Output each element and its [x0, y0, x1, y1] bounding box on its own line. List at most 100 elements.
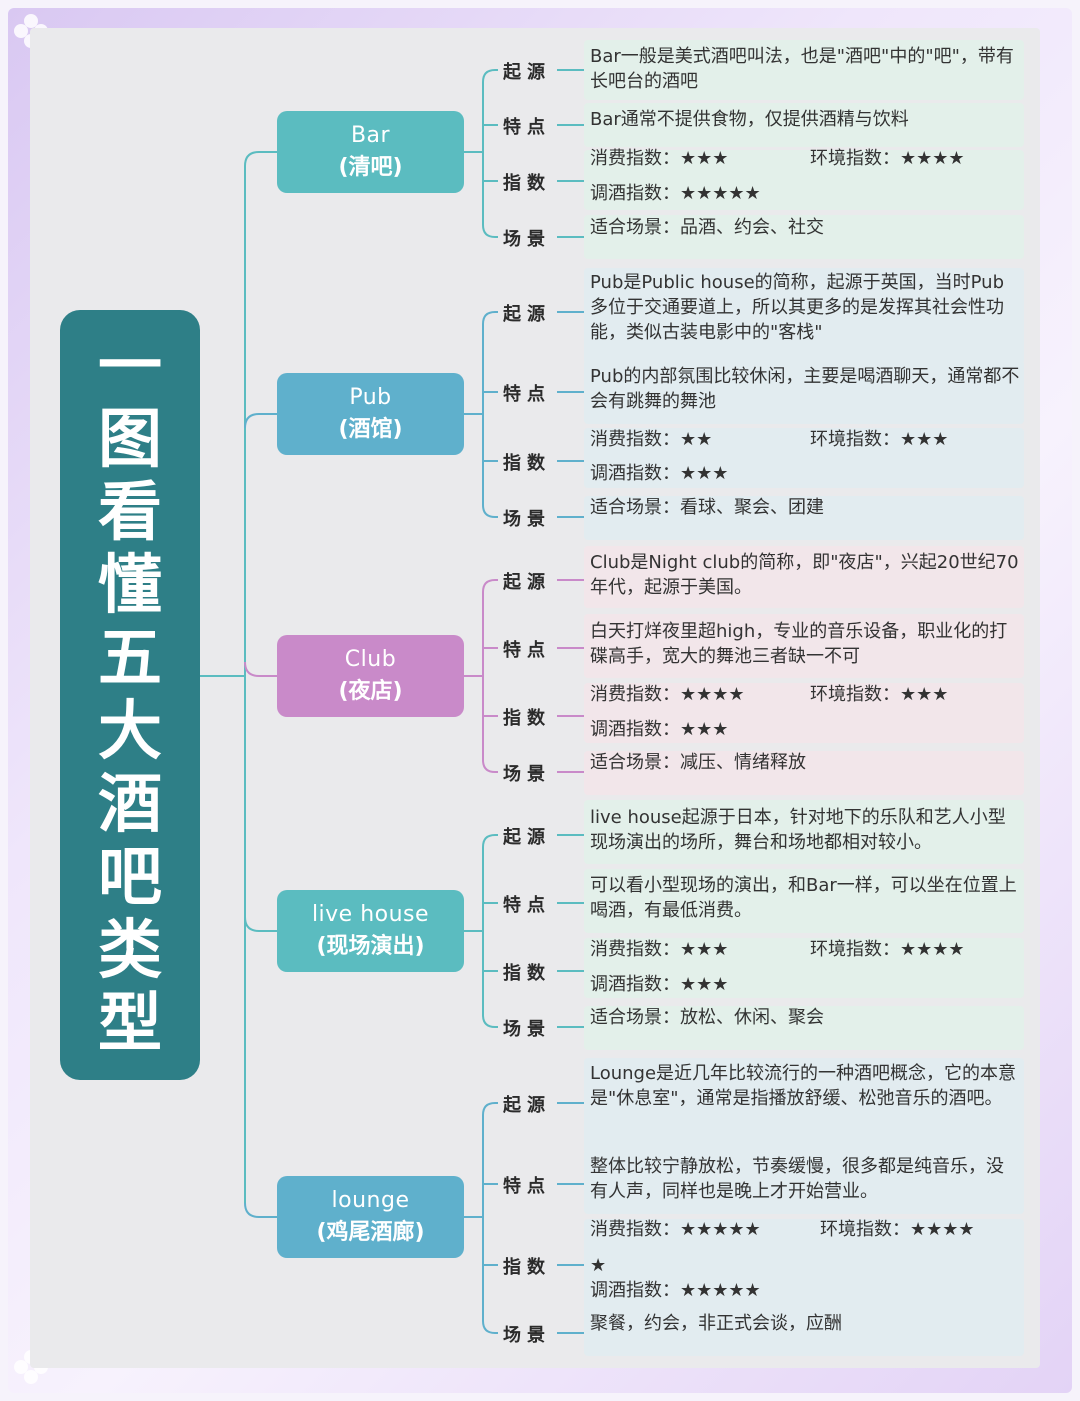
- row-highlight: [584, 150, 1024, 210]
- row-highlight: [584, 360, 1024, 424]
- title-char: 吧: [98, 840, 162, 915]
- feature-text: 可以看小型现场的演出，和Bar一样，可以坐在位置上喝酒，有最低消费。: [590, 875, 1017, 921]
- title-char: 类: [98, 913, 162, 988]
- consume-index: 消费指数：★★: [590, 429, 713, 450]
- mix-index: 调酒指数：★★★: [590, 974, 729, 995]
- title-char: 懂: [98, 548, 162, 623]
- mix-index: 调酒指数：★★★★★: [590, 183, 761, 204]
- category-chinese-name: (鸡尾酒廊): [316, 1220, 425, 1245]
- feature-text: Pub的内部氛围比较休闲，主要是喝酒聊天，通常都不会有跳舞的舞池: [590, 366, 1020, 412]
- row-label-scene: 场景: [503, 229, 551, 250]
- sub-line: [482, 1102, 498, 1116]
- feature-text: 整体比较宁静放松，节奏缓慢，很多都是纯音乐，没有人声，同样也是晚上才开始营业。: [590, 1156, 1004, 1202]
- category-box-live-house: live house (现场演出): [277, 890, 464, 972]
- category-box-pub: Pub (酒馆): [277, 373, 464, 455]
- sub-line: [482, 504, 498, 518]
- category-name: lounge: [331, 1188, 410, 1213]
- row-label-index: 指数: [503, 453, 551, 474]
- sub-line: [482, 1014, 498, 1028]
- sub-line: [482, 834, 498, 848]
- scene-text: 适合场景：品酒、约会、社交: [590, 217, 824, 238]
- category-name: Pub: [349, 385, 392, 410]
- category-chinese-name: (夜店): [338, 679, 403, 704]
- sub-line: [482, 1320, 498, 1334]
- row-label-origin: 起源: [503, 827, 551, 848]
- title-char: 图: [98, 402, 162, 477]
- environment-index: 环境指数：★★★: [810, 429, 949, 450]
- origin-text: Pub是Public house的简称，起源于英国，当时Pub多位于交通要道上，…: [590, 272, 1005, 343]
- row-label-origin: 起源: [503, 572, 551, 593]
- environment-index: 环境指数：★★★: [810, 684, 949, 705]
- row-label-feature: 特点: [503, 1176, 551, 1197]
- category-chinese-name: (清吧): [338, 155, 403, 180]
- feature-text: 白天打烊夜里超high，专业的音乐设备，职业化的打碟高手，宽大的舞池三者缺一不可: [590, 621, 1008, 667]
- title-char: 五: [98, 621, 162, 696]
- branch-line: [244, 661, 277, 677]
- origin-text: Lounge是近几年比较流行的一种酒吧概念，它的本意是"休息室"，通常是指播放舒…: [590, 1063, 1017, 1109]
- sub-line: [482, 311, 498, 325]
- row-label-origin: 起源: [503, 1095, 551, 1116]
- row-highlight: [584, 869, 1024, 933]
- branch-line: [244, 151, 277, 167]
- row-highlight: [584, 751, 1024, 795]
- row-highlight: [584, 428, 1024, 488]
- environment-index: 环境指数：★★★★: [820, 1219, 975, 1240]
- origin-text: Bar一般是美式酒吧叫法，也是"酒吧"中的"吧"，带有长吧台的酒吧: [590, 46, 1014, 92]
- mix-index: 调酒指数：★★★: [590, 719, 729, 740]
- consume-index: 消费指数：★★★: [590, 148, 729, 169]
- row-highlight: [584, 1058, 1024, 1154]
- title-char: 酒: [98, 767, 162, 842]
- category-box-bar: Bar (清吧): [277, 111, 464, 193]
- branch-line: [244, 916, 277, 932]
- environment-index-wrap: ★: [590, 1255, 607, 1276]
- category-name: live house: [311, 902, 430, 927]
- category-box-lounge: lounge (鸡尾酒廊): [277, 1176, 464, 1258]
- category-name: Club: [344, 647, 397, 672]
- row-label-feature: 特点: [503, 895, 551, 916]
- row-highlight: [584, 496, 1024, 540]
- sub-line: [482, 579, 498, 593]
- row-highlight: [584, 40, 1024, 100]
- category-chinese-name: (现场演出): [316, 934, 425, 959]
- row-label-scene: 场景: [503, 1019, 551, 1040]
- consume-index: 消费指数：★★★: [590, 939, 729, 960]
- row-highlight: [584, 1006, 1024, 1050]
- main-title: 一图看懂五大酒吧类型: [60, 310, 200, 1080]
- row-highlight: [584, 938, 1024, 998]
- row-label-origin: 起源: [503, 62, 551, 83]
- row-label-origin: 起源: [503, 304, 551, 325]
- row-highlight: [584, 1150, 1024, 1214]
- row-label-scene: 场景: [503, 764, 551, 785]
- scene-text: 适合场景：减压、情绪释放: [590, 752, 806, 773]
- row-highlight: [584, 103, 1024, 147]
- environment-index: 环境指数：★★★★: [810, 148, 965, 169]
- row-highlight: [584, 1312, 1024, 1356]
- category-name: Bar: [350, 123, 391, 148]
- scene-text: 适合场景：放松、休闲、聚会: [590, 1007, 824, 1028]
- row-label-feature: 特点: [503, 117, 551, 138]
- category-chinese-name: (酒馆): [338, 417, 403, 442]
- row-highlight: [584, 1219, 1024, 1317]
- row-label-index: 指数: [503, 963, 551, 984]
- feature-text: Bar通常不提供食物，仅提供酒精与饮料: [590, 109, 909, 130]
- branch-line: [244, 1202, 277, 1218]
- row-highlight: [584, 268, 1024, 364]
- row-highlight: [584, 683, 1024, 743]
- origin-text: Club是Night club的简称，即"夜店"，兴起20世纪70年代，起源于美…: [590, 552, 1019, 598]
- title-char: 看: [98, 475, 162, 550]
- scene-text: 适合场景：看球、聚会、团建: [590, 497, 824, 518]
- row-highlight: [584, 614, 1024, 678]
- title-char: 一: [98, 329, 162, 404]
- row-highlight: [584, 800, 1024, 864]
- consume-index: 消费指数：★★★★★: [590, 1219, 761, 1240]
- sub-line: [482, 69, 498, 83]
- row-highlight: [584, 546, 1024, 608]
- category-box-club: Club (夜店): [277, 635, 464, 717]
- sub-line: [482, 759, 498, 773]
- row-label-index: 指数: [503, 708, 551, 729]
- environment-index: 环境指数：★★★★: [810, 939, 965, 960]
- branch-line: [244, 413, 277, 429]
- row-highlight: [584, 215, 1024, 259]
- title-char: 型: [98, 986, 162, 1061]
